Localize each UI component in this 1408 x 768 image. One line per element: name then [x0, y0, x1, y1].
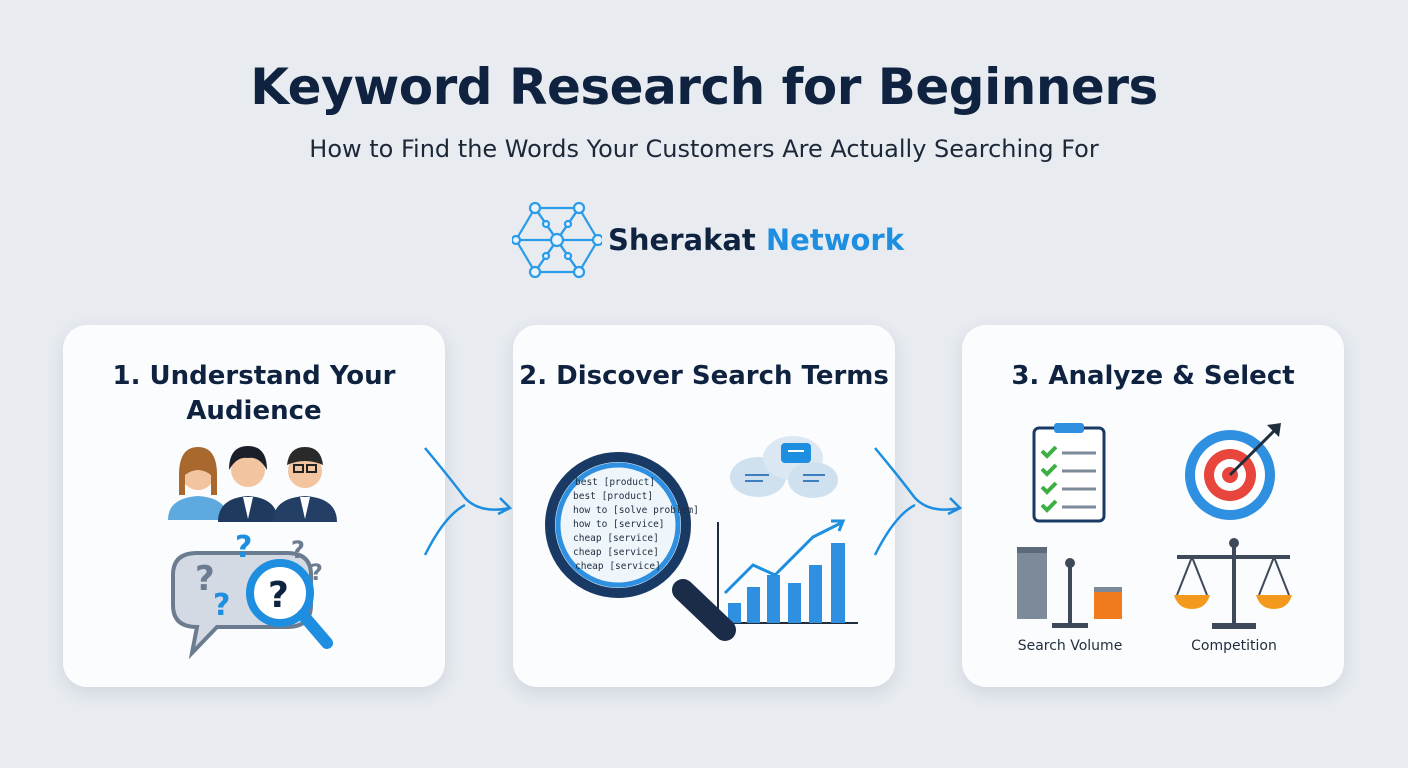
- search-term: how to [solve problem]: [573, 505, 699, 516]
- svg-text:?: ?: [195, 559, 215, 599]
- svg-text:?: ?: [235, 530, 252, 565]
- page-title: Keyword Research for Beginners: [250, 58, 1158, 116]
- magnifier-question-icon: ?: [246, 559, 333, 649]
- step-card-2: 2. Discover Search Terms best [product] …: [513, 325, 895, 687]
- magnifier-icon: best [product] best [product] how to [so…: [545, 452, 736, 641]
- step-title: 1. Understand Your Audience: [112, 361, 396, 426]
- step-title: 2. Discover Search Terms: [519, 361, 889, 391]
- step-card-3: 3. Analyze & Select Search Volume C: [962, 325, 1344, 687]
- svg-text:?: ?: [310, 561, 323, 586]
- flow-arrow-1: [423, 447, 513, 556]
- chat-cloud-icon: [730, 436, 838, 498]
- people-group-icon: [168, 446, 337, 522]
- step-card-1: 1. Understand Your Audience ? ? ? ? ? ?: [63, 325, 445, 687]
- target-icon: [1185, 423, 1281, 520]
- search-term: best [product]: [573, 491, 653, 502]
- svg-text:?: ?: [213, 588, 230, 623]
- flow-arrow-2: [873, 447, 963, 556]
- search-term: cheap [service]: [573, 533, 659, 544]
- competition-label: Competition: [1191, 638, 1277, 654]
- step-title: 3. Analyze & Select: [1011, 361, 1295, 391]
- svg-text:?: ?: [268, 575, 289, 616]
- search-term: cheap [service]: [575, 561, 661, 572]
- balance-scale-icon: [1174, 538, 1292, 629]
- svg-text:?: ?: [291, 536, 305, 564]
- bar-compare-icon: [1017, 547, 1122, 628]
- search-term: cheap [service]: [573, 547, 659, 558]
- page-subtitle: How to Find the Words Your Customers Are…: [309, 135, 1099, 163]
- network-hexagon-icon: [512, 201, 602, 279]
- search-term: best [product]: [575, 477, 655, 488]
- search-term: how to [service]: [573, 519, 665, 530]
- bar-chart-trend-icon: [717, 519, 858, 624]
- logo-text: Sherakat Network: [608, 223, 905, 257]
- checklist-icon: [1032, 423, 1106, 523]
- search-volume-label: Search Volume: [1018, 638, 1123, 654]
- logo: Sherakat Network: [512, 200, 904, 280]
